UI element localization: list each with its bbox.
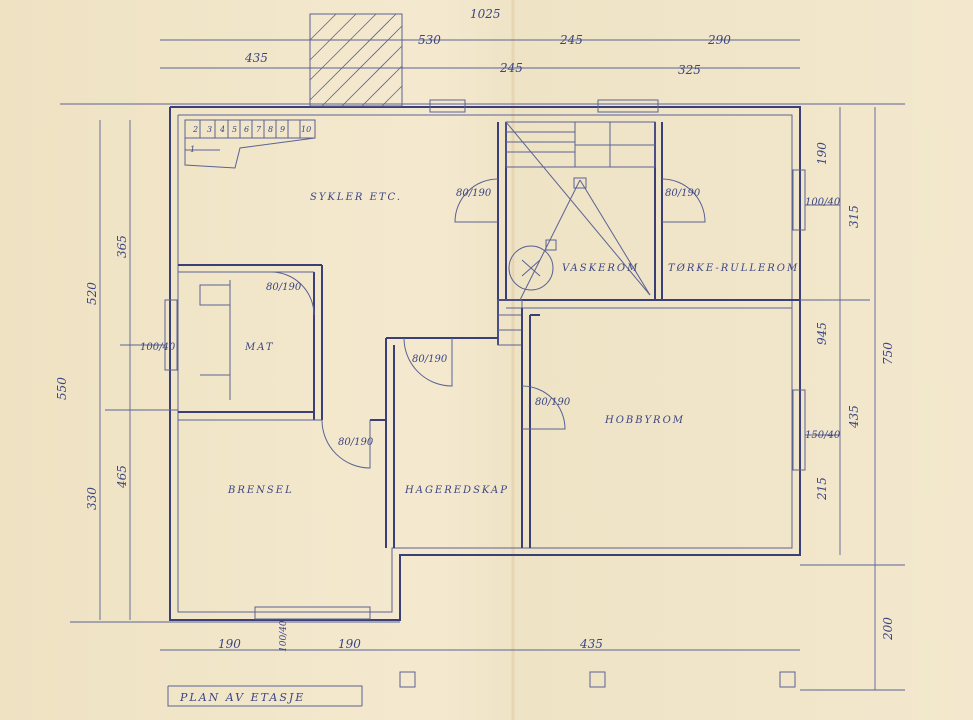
window-label-east-upper: 100/40 bbox=[805, 197, 841, 208]
room-label-garden: HAGEREDSKAP bbox=[404, 485, 509, 496]
door-label-drying: 80/190 bbox=[665, 188, 701, 199]
column-markers bbox=[399, 671, 796, 688]
dim-top-e: 325 bbox=[678, 63, 701, 77]
dim-bottom-c: 435 bbox=[579, 637, 603, 651]
dim-top-total: 1025 bbox=[470, 7, 501, 21]
dim-top-d: 245 bbox=[499, 61, 523, 75]
dim-top-b: 245 bbox=[559, 33, 583, 47]
dim-top-left: 435 bbox=[244, 51, 268, 65]
room-label-drying: TØRKE-RULLEROM bbox=[668, 263, 799, 274]
stair-step-10: 10 bbox=[301, 125, 311, 134]
dim-left-c: 550 bbox=[55, 377, 69, 400]
door-label-fuel: 80/190 bbox=[338, 437, 374, 448]
interior-walls bbox=[178, 121, 800, 548]
stair-step-5: 5 bbox=[232, 125, 237, 134]
stair-step-2: 2 bbox=[192, 125, 198, 134]
dim-bottom-b: 190 bbox=[338, 637, 361, 651]
dim-right-c: 945 bbox=[815, 322, 829, 345]
door-label-food: 80/190 bbox=[266, 282, 302, 293]
staircase: 2 3 4 5 6 7 8 9 10 1 bbox=[184, 119, 316, 169]
dim-left-e: 330 bbox=[85, 487, 99, 510]
dim-bottom-a: 190 bbox=[218, 637, 241, 651]
laundry-fixtures bbox=[505, 121, 651, 301]
dim-right-d: 750 bbox=[881, 342, 895, 365]
stair-step-8: 8 bbox=[268, 125, 273, 134]
window-label-west: 100/40 bbox=[140, 342, 176, 353]
dim-right-a: 190 bbox=[815, 142, 829, 165]
room-label-fuel: BRENSEL bbox=[227, 485, 294, 496]
dim-right-g: 200 bbox=[881, 617, 895, 641]
room-label-food: MAT bbox=[244, 342, 275, 353]
dim-right-f: 215 bbox=[815, 477, 829, 501]
door-label-storage: 80/190 bbox=[456, 188, 492, 199]
dimension-lines bbox=[60, 39, 905, 691]
stair-step-3: 3 bbox=[207, 125, 212, 134]
window-label-south: 100/40 bbox=[279, 620, 289, 652]
room-label-hobby: HOBBYROM bbox=[604, 415, 685, 426]
plan-title: PLAN AV ETASJE bbox=[179, 691, 305, 704]
dim-top-c: 290 bbox=[707, 33, 731, 47]
dim-right-b: 315 bbox=[847, 205, 861, 228]
dim-right-e: 435 bbox=[847, 405, 861, 429]
dim-left-b: 520 bbox=[85, 282, 99, 305]
stair-step-7: 7 bbox=[256, 125, 262, 134]
door-swings bbox=[270, 178, 706, 469]
door-label-garden: 80/190 bbox=[412, 354, 448, 365]
dim-top-a: 530 bbox=[418, 33, 441, 47]
stair-step-6: 6 bbox=[244, 125, 249, 134]
room-label-laundry: VASKEROM bbox=[562, 263, 639, 274]
door-label-hobby: 80/190 bbox=[535, 397, 571, 408]
windows bbox=[164, 99, 806, 620]
dim-left-d: 465 bbox=[115, 465, 129, 489]
plan-title-box: PLAN AV ETASJE bbox=[167, 685, 363, 707]
stair-step-9: 9 bbox=[280, 125, 285, 134]
window-label-east-lower: 150/40 bbox=[805, 430, 841, 441]
stair-step-1: 1 bbox=[190, 145, 195, 154]
stair-step-4: 4 bbox=[219, 125, 225, 134]
hatched-shaft bbox=[309, 13, 403, 107]
room-label-storage: SYKLER ETC. bbox=[310, 192, 402, 203]
dim-left-a: 365 bbox=[115, 235, 129, 258]
outer-walls bbox=[169, 106, 801, 621]
